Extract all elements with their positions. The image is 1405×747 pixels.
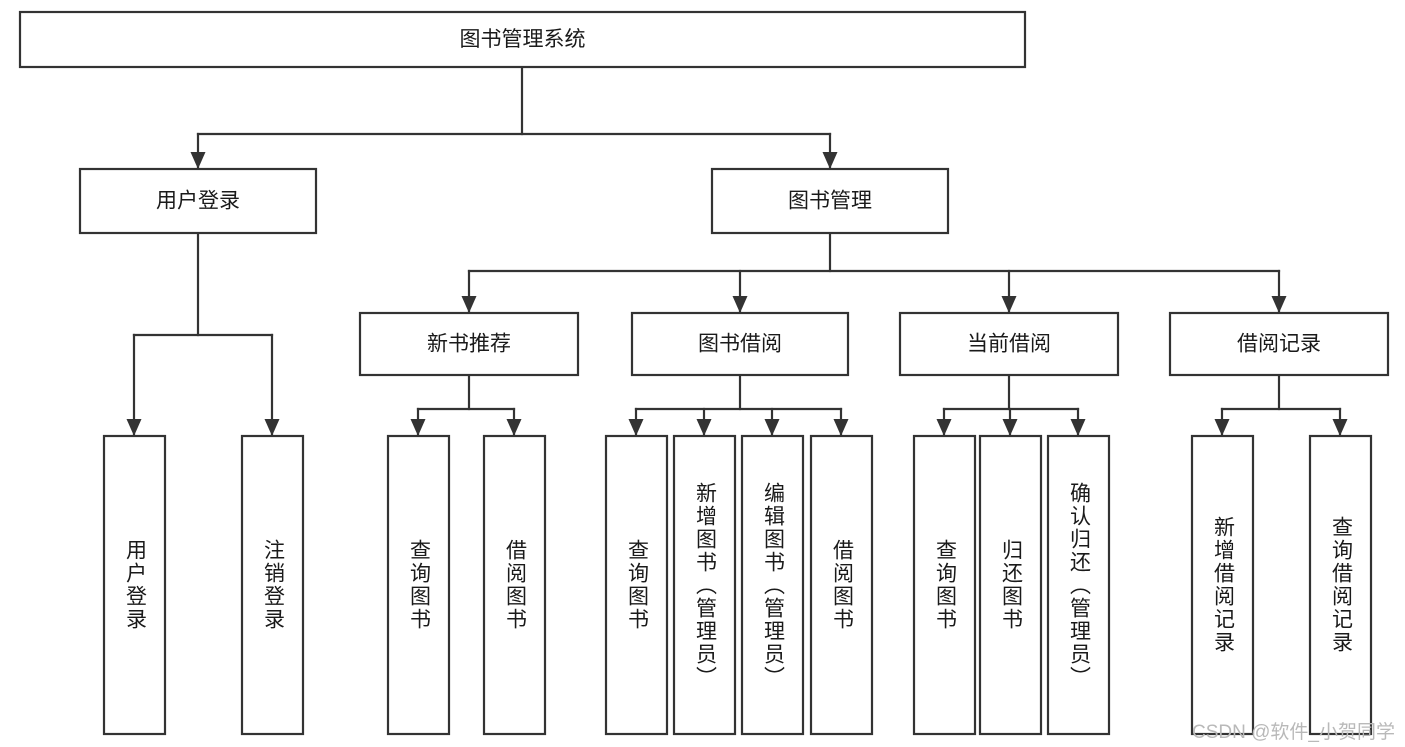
node-leaf-12[interactable] [1308, 434, 1373, 736]
node-level3-3-rect[interactable] [1168, 311, 1390, 377]
arrow-head [696, 419, 712, 436]
node-leaf-3[interactable] [482, 434, 547, 736]
node-root[interactable] [18, 10, 1027, 69]
node-level3-2-label: 当前借阅 [967, 333, 1051, 356]
node-leaf-2-rect[interactable] [386, 434, 451, 736]
edge-group [190, 65, 838, 170]
edges-layer [126, 65, 1348, 437]
node-level2-1-label: 图书管理 [788, 190, 872, 213]
boxes-layer [18, 10, 1390, 736]
node-leaf-5[interactable] [672, 434, 737, 736]
node-level3-3[interactable] [1168, 311, 1390, 377]
arrow-head [461, 296, 477, 313]
node-level3-3-label: 借阅记录 [1237, 333, 1321, 356]
arrow-head [822, 152, 838, 169]
edge-group [936, 373, 1086, 437]
node-leaf-10-rect[interactable] [1046, 434, 1111, 736]
edge-group [628, 373, 849, 437]
node-level2-1-rect[interactable] [710, 167, 950, 235]
node-leaf-5-rect[interactable] [672, 434, 737, 736]
node-level3-0-label: 新书推荐 [427, 333, 511, 356]
node-leaf-4[interactable] [604, 434, 669, 736]
node-leaf-4-rect[interactable] [604, 434, 669, 736]
node-leaf-0-rect[interactable] [102, 434, 167, 736]
node-leaf-12-rect[interactable] [1308, 434, 1373, 736]
node-level3-1-rect[interactable] [630, 311, 850, 377]
edge-group [410, 373, 522, 437]
edge-group [461, 231, 1287, 314]
node-leaf-10[interactable] [1046, 434, 1111, 736]
node-level2-0-rect[interactable] [78, 167, 318, 235]
node-leaf-11[interactable] [1190, 434, 1255, 736]
arrow-head [1214, 419, 1230, 436]
arrow-head [1001, 296, 1017, 313]
edge-group [1214, 373, 1348, 437]
node-leaf-0[interactable] [102, 434, 167, 736]
node-leaf-2[interactable] [386, 434, 451, 736]
node-leaf-6-rect[interactable] [740, 434, 805, 736]
arrow-head [764, 419, 780, 436]
arrow-head [1002, 419, 1018, 436]
arrow-head [264, 419, 280, 436]
arrow-head [628, 419, 644, 436]
node-leaf-9-rect[interactable] [978, 434, 1043, 736]
arrow-head [190, 152, 206, 169]
node-leaf-6[interactable] [740, 434, 805, 736]
arrow-head [126, 419, 142, 436]
node-leaf-11-rect[interactable] [1190, 434, 1255, 736]
node-level3-2[interactable] [898, 311, 1120, 377]
node-leaf-8[interactable] [912, 434, 977, 736]
arrow-head [732, 296, 748, 313]
node-root-label: 图书管理系统 [460, 28, 586, 51]
node-level3-1-label: 图书借阅 [698, 333, 782, 356]
node-root-rect[interactable] [18, 10, 1027, 69]
node-leaf-7-rect[interactable] [809, 434, 874, 736]
node-leaf-9[interactable] [978, 434, 1043, 736]
node-leaf-1[interactable] [240, 434, 305, 736]
node-level2-0[interactable] [78, 167, 318, 235]
node-leaf-3-rect[interactable] [482, 434, 547, 736]
csdn-watermark: CSDN @软件_小贺同学 [1192, 722, 1395, 743]
arrow-head [833, 419, 849, 436]
node-level2-0-label: 用户登录 [156, 190, 240, 213]
arrow-head [1070, 419, 1086, 436]
node-level3-0[interactable] [358, 311, 580, 377]
node-leaf-8-rect[interactable] [912, 434, 977, 736]
node-leaf-1-rect[interactable] [240, 434, 305, 736]
arrow-head [936, 419, 952, 436]
arrow-head [506, 419, 522, 436]
arrow-head [410, 419, 426, 436]
arrow-head [1332, 419, 1348, 436]
node-level2-1[interactable] [710, 167, 950, 235]
node-level3-2-rect[interactable] [898, 311, 1120, 377]
node-leaf-7[interactable] [809, 434, 874, 736]
arrow-head [1271, 296, 1287, 313]
edge-group [126, 231, 280, 437]
node-level3-0-rect[interactable] [358, 311, 580, 377]
node-level3-1[interactable] [630, 311, 850, 377]
